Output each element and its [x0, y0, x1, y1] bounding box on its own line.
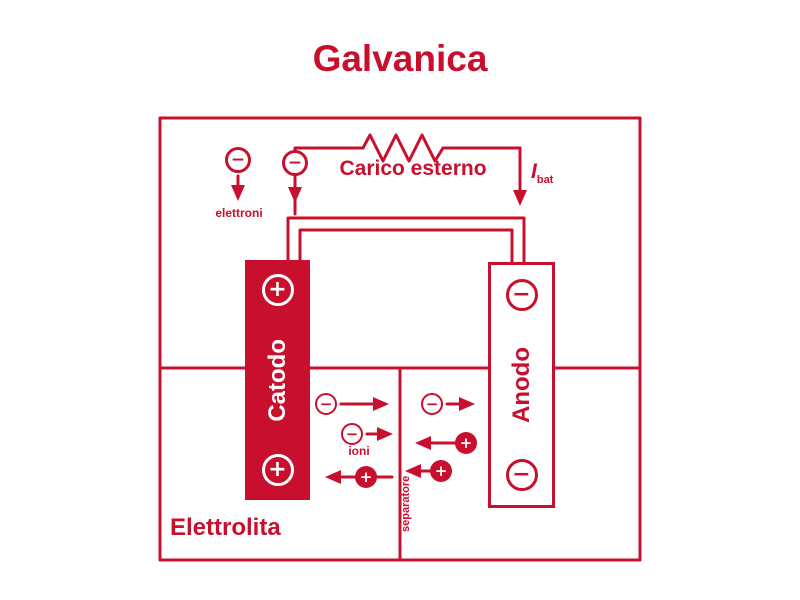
page-title: Galvanica: [312, 38, 488, 79]
battery-current-label: Ibat: [531, 161, 553, 186]
connector-bracket-inner: [298, 228, 514, 266]
connector-bracket-outer: [286, 216, 526, 266]
cation-plus-icon-1: +: [355, 466, 377, 488]
cathode-label: Catodo: [263, 338, 291, 422]
anode-terminal-bottom-icon: −: [505, 458, 538, 491]
separator-label: separatore: [400, 475, 412, 533]
anode-terminal-top-icon: −: [505, 279, 538, 311]
resistor-icon: [361, 133, 445, 163]
cation-plus-icon-3: +: [430, 460, 452, 482]
cathode-terminal-bottom-icon: +: [261, 454, 294, 486]
current-subscript: bat: [536, 174, 554, 187]
electron-minus-icon: −: [225, 147, 251, 173]
cathode-electrode: + Catodo +: [245, 260, 310, 500]
current-symbol: I: [531, 160, 537, 183]
anion-minus-icon-2: −: [341, 423, 363, 445]
wire-minus-icon: −: [282, 150, 308, 176]
electrons-label: elettroni: [215, 206, 263, 220]
external-load-label: Carico esterno: [339, 157, 487, 180]
ions-label: ioni: [348, 444, 370, 458]
anion-minus-icon-1: −: [315, 393, 337, 415]
cathode-terminal-top-icon: +: [261, 274, 294, 306]
electrolyte-label: Elettrolita: [170, 514, 281, 541]
anode-label: Anodo: [507, 347, 535, 423]
anode-electrode: − Anodo −: [488, 262, 555, 508]
cation-plus-icon-2: +: [455, 432, 477, 454]
anion-minus-icon-3: −: [421, 393, 443, 415]
